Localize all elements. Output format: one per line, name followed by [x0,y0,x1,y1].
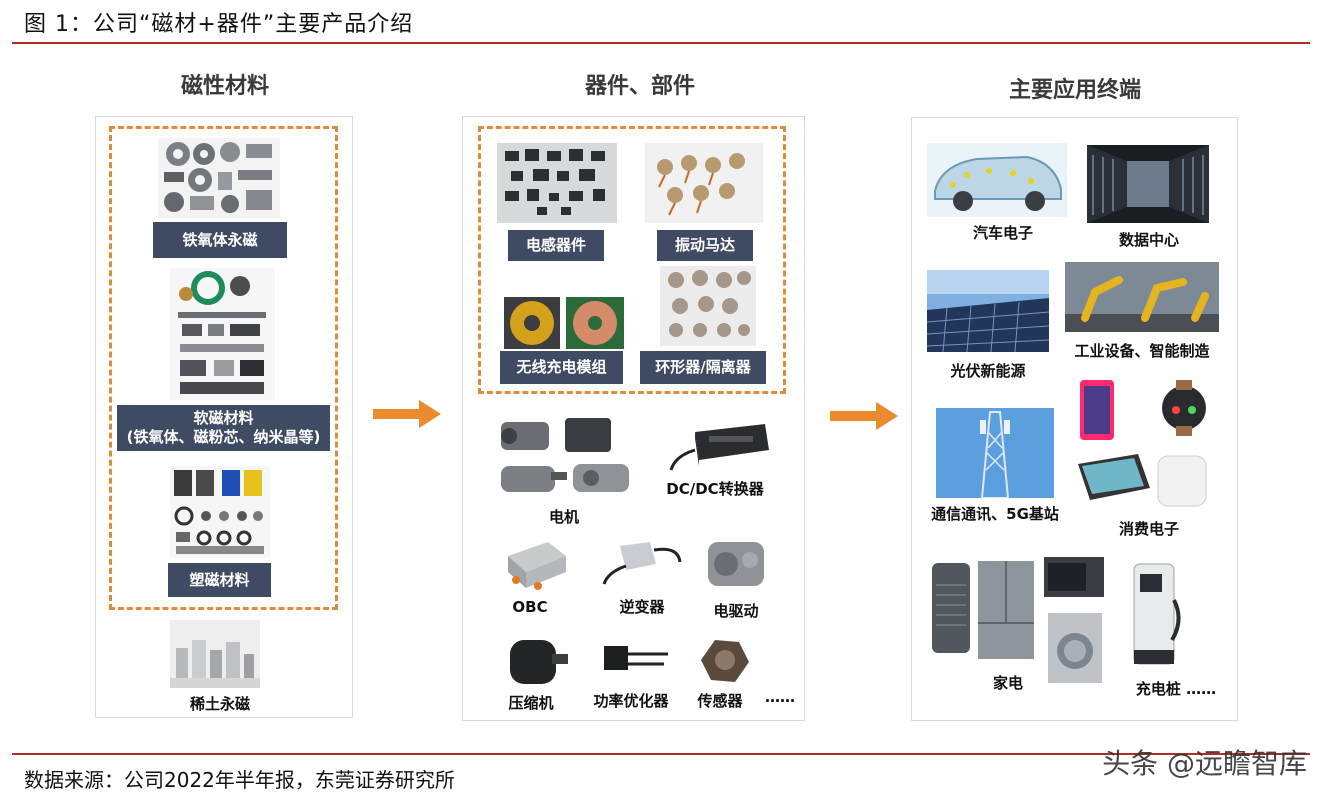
industrial-image [1065,262,1219,332]
motor-image [495,416,635,504]
power-optimizer-label: 功率优化器 [590,690,672,711]
inductor-image [497,143,617,223]
electric-drive-image [700,532,772,594]
automotive-image [927,143,1067,217]
data-center-label: 数据中心 [1104,229,1194,250]
ferrite-permanent-magnet-label: 铁氧体永磁 [153,222,287,258]
automotive-electronics-label: 汽车电子 [960,222,1046,243]
arrow-right-icon [830,402,900,430]
arrow-right-icon [373,400,443,428]
applications-title: 主要应用终端 [990,72,1160,104]
figure-title: 图 1：公司“磁材+器件”主要产品介绍 [24,6,413,38]
dcdc-converter-image [665,420,773,476]
plastic-magnet-label: 塑磁材料 [168,563,271,597]
top-divider [12,42,1310,44]
wireless-charging-label: 无线充电模组 [500,351,623,384]
materials-title: 磁性材料 [150,68,300,100]
vibration-motor-label: 振动马达 [657,230,753,261]
more-components-ellipsis: …… [760,688,800,706]
compressor-label: 压缩机 [503,692,559,713]
consumer-electronics-image [1072,376,1218,512]
home-appliances-image [928,555,1110,685]
data-source: 数据来源：公司2022年半年报，东莞证券研究所 [24,764,455,793]
motor-label: 电机 [540,506,588,527]
sensor-image [695,634,753,686]
plastic-magnet-image [170,466,270,558]
wireless-charging-image [502,295,627,351]
rare-earth-magnet-image [170,620,260,688]
charging-pile-image [1126,560,1186,670]
ferrite-magnets-image [158,138,280,218]
circulator-isolator-label: 环形器/隔离器 [640,351,766,384]
rare-earth-magnet-label: 稀土永磁 [175,693,265,714]
photovoltaic-image [927,270,1049,352]
compressor-image [500,632,570,690]
circulator-image [660,266,756,346]
components-title: 器件、部件 [560,68,720,100]
obc-image [498,536,570,594]
industrial-equipment-label: 工业设备、智能制造 [1064,340,1220,361]
sensor-label: 传感器 [692,690,748,711]
inverter-image [598,536,684,588]
charging-pile-label: 充电桩 …… [1126,678,1226,699]
electric-drive-label: 电驱动 [708,600,764,621]
home-appliances-label: 家电 [984,672,1032,693]
telecom-5g-label: 通信通讯、5G基站 [924,503,1066,524]
soft-magnetic-image [170,268,275,400]
soft-magnetic-label: 软磁材料 (铁氧体、磁粉芯、纳米晶等) [117,405,330,451]
inverter-label: 逆变器 [614,596,670,617]
telecom-tower-image [936,408,1054,498]
obc-label: OBC [505,598,555,616]
photovoltaic-label: 光伏新能源 [938,360,1038,381]
dcdc-converter-label: DC/DC转换器 [660,478,770,499]
inductor-label: 电感器件 [508,230,604,261]
power-optimizer-image [594,636,674,684]
consumer-electronics-label: 消费电子 [1104,518,1194,539]
watermark: 头条 @远瞻智库 [1102,742,1307,782]
data-center-image [1087,145,1209,223]
vibration-motor-image [645,143,763,223]
